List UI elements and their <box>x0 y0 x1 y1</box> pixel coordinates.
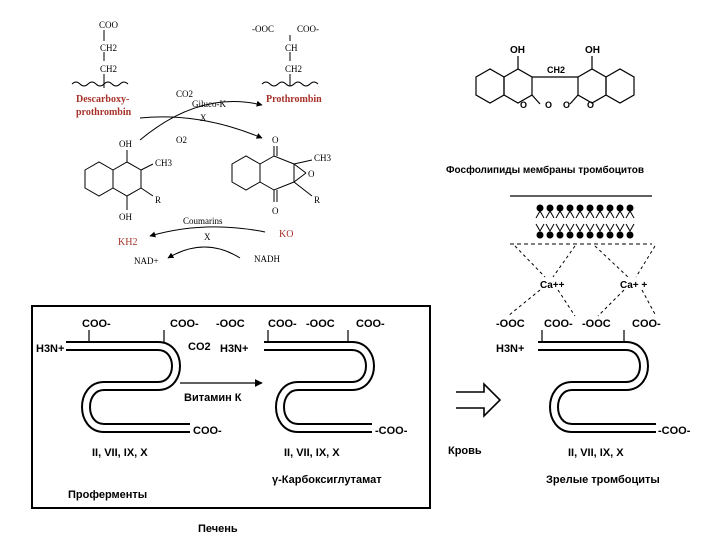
nad-arrow <box>167 246 241 259</box>
mature-ooc-2: -OOC <box>582 318 611 330</box>
kh2-ch3: CH3 <box>155 158 173 168</box>
liver-panel: H3N+ COO- COO- COO- II, VII, IX, X Профе… <box>31 305 431 535</box>
phospholipid-heads-bottom <box>535 223 635 239</box>
dicoumarol-oh-left: OH <box>510 45 525 56</box>
product-coo-left: -OOC <box>252 24 274 34</box>
gla-h3n: H3N+ <box>220 343 248 355</box>
proenzyme-coo-1: COO- <box>82 318 111 330</box>
ko-o-epoxide: O <box>308 169 315 179</box>
ko-r: R <box>314 195 320 205</box>
gla-residue-structure <box>261 35 319 87</box>
kh2-oh-bottom: OH <box>119 212 132 222</box>
mature-coo-end: -COO- <box>658 425 691 437</box>
ko-ch3: CH3 <box>314 153 332 163</box>
product-coo-right: COO- <box>297 24 319 34</box>
calcium-right: Ca+ + <box>620 280 647 291</box>
mature-h3n: H3N+ <box>496 343 524 355</box>
product-name: Prothrombin <box>266 94 322 105</box>
proenzyme-coo-2: COO- <box>170 318 199 330</box>
substrate-name-line2: prothrombin <box>76 107 132 118</box>
substrate-coo: COO <box>99 20 119 30</box>
mature-factors: II, VII, IX, X <box>568 447 624 459</box>
mature-caption: Зрелые тромбоциты <box>546 474 660 486</box>
dicoumarol-ch2: CH2 <box>547 65 565 75</box>
proenzyme-coo-end: COO- <box>193 425 222 437</box>
liver-box <box>31 305 431 509</box>
substrate-name-line1: Descarboxy- <box>76 94 129 105</box>
mature-coo-2: COO- <box>632 318 661 330</box>
product-ch2: CH2 <box>285 64 302 74</box>
gla-ooc-2: -OOC <box>306 318 335 330</box>
calcium-bridges <box>507 245 657 317</box>
enzyme-top-inhibition-mark: X <box>200 113 207 123</box>
liver-co2: CO2 <box>188 341 211 353</box>
proenzyme-h3n: H3N+ <box>36 343 64 355</box>
enzyme-bottom-inhibition-mark: X <box>204 232 211 242</box>
vitamin-k-cycle: COO CH2 CH2 Descarboxy- prothrombin -OOC… <box>71 20 332 266</box>
calcium-left: Ca++ <box>540 280 565 291</box>
ko-o-top: O <box>272 135 279 145</box>
dicoumarol-o4: O <box>587 100 594 110</box>
gla-coo-1: COO- <box>268 318 297 330</box>
nadh-label: NADH <box>254 254 280 264</box>
gla-caption: γ-Карбоксиглутамат <box>272 474 382 486</box>
kh2-oh-top: OH <box>119 139 132 149</box>
descarboxy-glutamate-structure <box>71 30 129 88</box>
o2-label: O2 <box>176 135 187 145</box>
mature-coo-1: COO- <box>544 318 573 330</box>
epoxidation-arrow <box>139 116 263 139</box>
vitamin-k-label: Витамин К <box>184 392 242 404</box>
dicoumarol-oh-right: OH <box>585 45 600 56</box>
dicoumarol-o1: O <box>520 100 527 110</box>
proenzyme-factors: II, VII, IX, X <box>92 447 148 459</box>
substrate-ch2-bottom: CH2 <box>100 64 117 74</box>
enzyme-bottom-label: Coumarins <box>183 216 223 226</box>
gla-coo-end: -COO- <box>375 425 408 437</box>
reductase-arrow <box>149 226 266 238</box>
dicoumarol-o3: O <box>563 100 570 110</box>
mature-ooc-1: -OOC <box>496 318 525 330</box>
enzyme-top-label: Giluco-K <box>192 99 226 109</box>
ko-o-bottom: O <box>272 206 279 216</box>
ko-label: KO <box>279 229 293 240</box>
kh2-r: R <box>155 195 161 205</box>
dicoumarol-structure: OH OH CH2 O O O O <box>475 45 635 110</box>
dicoumarol-o2: O <box>545 100 552 110</box>
gla-factors: II, VII, IX, X <box>284 447 340 459</box>
blood-arrow <box>456 382 502 418</box>
gla-coo-2: COO- <box>356 318 385 330</box>
platelet-membrane: Фосфолипиды мембраны тромбоцитов <box>446 164 657 317</box>
carboxylation-arrow <box>139 100 263 141</box>
blood-transfer: Кровь <box>448 382 502 457</box>
liver-caption: Печень <box>198 523 238 535</box>
nad-label: NAD+ <box>134 256 159 266</box>
phospholipid-heads-top <box>535 204 635 219</box>
substrate-ch2-top: CH2 <box>100 43 117 53</box>
product-ch: CH <box>285 43 298 53</box>
gla-ooc-1: -OOC <box>216 318 245 330</box>
kh2-label: KH2 <box>118 237 137 248</box>
blood-label: Кровь <box>448 445 482 457</box>
platelet-title: Фосфолипиды мембраны тромбоцитов <box>446 164 644 176</box>
mature-factor: -OOC COO- -OOC COO- H3N+ -COO- II, VII, … <box>496 318 691 486</box>
proenzymes-caption: Проферменты <box>68 489 147 501</box>
kh2-structure <box>84 150 154 210</box>
ko-structure <box>231 146 313 202</box>
co2-label: CO2 <box>176 89 193 99</box>
